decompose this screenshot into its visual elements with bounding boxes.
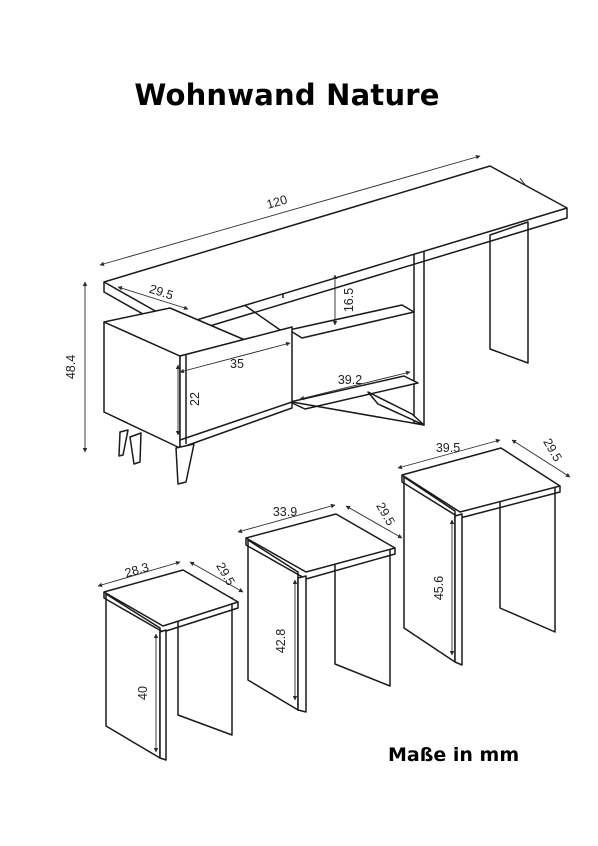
dim-label-medium-width: 33.9: [273, 505, 297, 519]
dim-label-medium-height: 42.8: [274, 629, 288, 653]
dim-label-tv-width: 120: [265, 193, 289, 212]
table-small: [103, 569, 239, 761]
dim-label-tv-shelf-height: 16.5: [342, 288, 356, 312]
dim-label-large-depth: 29.5: [540, 436, 564, 464]
unit-note: Maße in mm: [388, 744, 520, 766]
dim-label-small-width: 28.3: [123, 560, 150, 580]
dim-label-tv-shelf-width: 39.2: [338, 373, 362, 387]
dim-label-small-height: 40: [136, 686, 150, 700]
table-medium-dimensions: [237, 503, 403, 701]
tv-unit-leg-right: [175, 443, 195, 485]
dim-label-small-depth: 29.5: [213, 560, 237, 588]
dim-label-tv-height: 48.4: [64, 355, 78, 379]
tv-unit-right-panel: [489, 221, 529, 364]
tv-unit: [103, 165, 568, 485]
tv-unit-leg-left: [129, 432, 142, 465]
dim-label-large-height: 45.6: [432, 576, 446, 600]
dim-label-tv-drawer-height: 22: [188, 392, 202, 406]
page-title: Wohnwand Nature: [134, 78, 440, 112]
tv-unit-middle-shelf: [288, 304, 415, 339]
dim-label-large-width: 39.5: [436, 441, 460, 455]
tv-unit-divider: [413, 249, 425, 426]
table-large-dimensions: [397, 438, 571, 656]
dim-label-tv-drawer-width: 35: [230, 357, 244, 371]
table-medium: [245, 513, 396, 713]
table-large: [401, 447, 561, 666]
table-small-dimensions: [97, 560, 244, 753]
tv-unit-dimensions: [82, 154, 527, 453]
